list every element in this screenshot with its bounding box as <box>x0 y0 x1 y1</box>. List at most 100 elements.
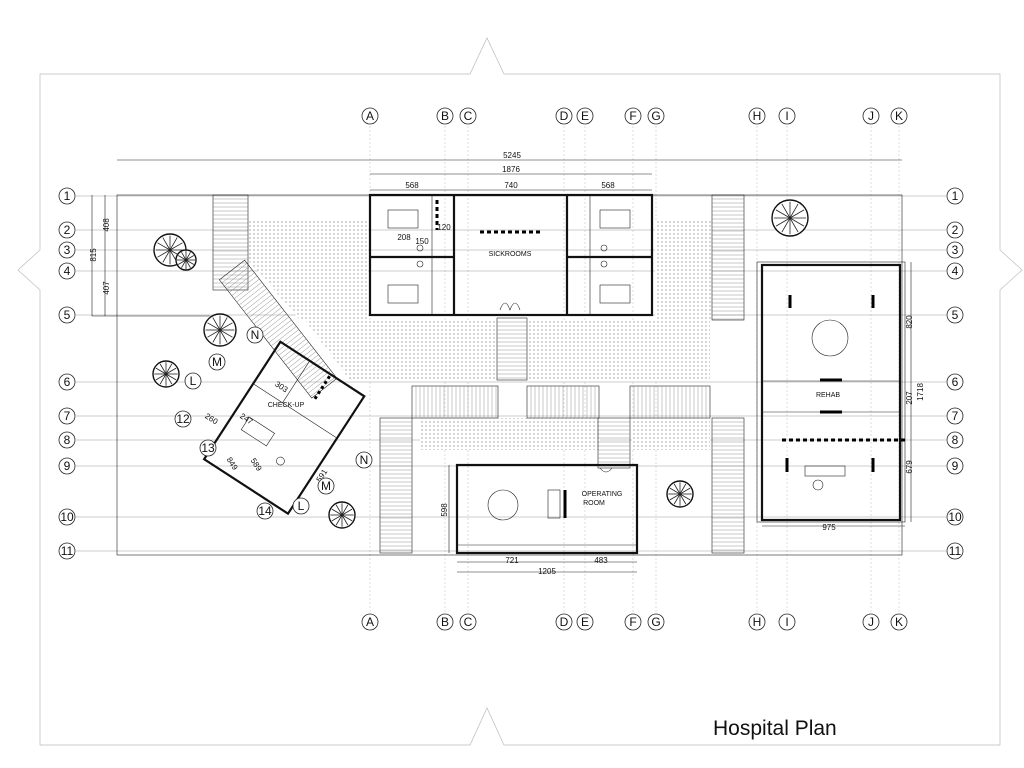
tree-branch <box>178 259 187 265</box>
column-label-B: B <box>441 109 449 123</box>
column-label-K: K <box>895 615 903 629</box>
column-label-J: J <box>868 109 874 123</box>
dim-sick-120: 120 <box>437 223 451 232</box>
row-bubble-9 <box>946 457 964 475</box>
ramp-tread <box>300 364 326 385</box>
dim-sick-150: 150 <box>415 237 429 246</box>
column-label-C: C <box>464 109 473 123</box>
rotated-bubble-n-bottom: N <box>360 453 369 467</box>
tree-branch <box>155 367 167 375</box>
dim-total-width: 5245 <box>503 151 521 160</box>
column-label-H: H <box>753 615 762 629</box>
column-label-E: E <box>581 109 589 123</box>
tree-branch <box>169 242 183 251</box>
column-label-A: A <box>366 109 374 123</box>
dim-checkup-589: 589 <box>249 457 264 474</box>
row-label-2: 2 <box>952 223 959 237</box>
column-bubble-C <box>459 613 477 631</box>
tree-branch <box>219 322 233 331</box>
tree-branch <box>219 329 233 338</box>
column-bubble-J <box>862 613 880 631</box>
row-label-3: 3 <box>64 243 71 257</box>
ramp-tread <box>226 269 253 290</box>
tree-branch <box>789 217 805 227</box>
tree-branch <box>207 329 221 338</box>
tree-3 <box>152 360 180 388</box>
stair-7 <box>597 417 631 469</box>
column-label-B: B <box>441 615 449 629</box>
tree-branch <box>219 317 228 331</box>
ramp-tread <box>229 272 255 293</box>
tree-branch <box>775 209 791 219</box>
column-label-I: I <box>785 109 788 123</box>
operating-room-label-2: ROOM <box>583 500 605 507</box>
ramp-tread <box>234 278 260 299</box>
tree-branch <box>165 373 173 385</box>
row-bubble-3 <box>946 241 964 259</box>
ramp-tread <box>278 335 304 356</box>
tree-branch <box>185 252 191 261</box>
rotated-bubble-m-bottom: M <box>321 479 331 493</box>
dim-rehab-207: 207 <box>905 391 914 405</box>
sickrooms-block <box>368 193 654 317</box>
column-label-K: K <box>895 109 903 123</box>
tree-branch <box>162 249 171 263</box>
column-bubble-G <box>647 613 665 631</box>
ramp-tread <box>236 282 262 303</box>
tree-branch <box>775 217 791 227</box>
row-label-11: 11 <box>949 544 962 558</box>
tree-branch <box>155 373 167 381</box>
row-label-5: 5 <box>64 308 71 322</box>
ramp-tread <box>224 266 250 287</box>
row-bubble-2 <box>58 221 76 239</box>
ramp-tread <box>253 304 280 325</box>
rotated-bubble-l-top: L <box>190 374 197 388</box>
tree-branch <box>159 363 167 375</box>
column-bubble-D <box>555 107 573 125</box>
tree-branch <box>669 487 681 495</box>
tree-branch <box>165 367 177 375</box>
rotated-bubble-m-top: M <box>212 355 222 369</box>
ramp-tread <box>251 300 277 321</box>
operating-room-label-1: OPERATING <box>582 491 623 498</box>
tree-branch <box>169 237 178 251</box>
ramp-tread <box>268 323 294 344</box>
tree-branch <box>162 237 171 251</box>
row-bubble-9 <box>58 457 76 475</box>
column-label-F: F <box>629 615 636 629</box>
stairs <box>212 194 745 554</box>
row-label-2: 2 <box>64 223 71 237</box>
sheet-title: Hospital Plan <box>713 717 837 740</box>
column-label-F: F <box>629 109 636 123</box>
ramp-tread <box>270 326 297 347</box>
ramp-tread <box>280 338 307 359</box>
row-bubble-6 <box>946 373 964 391</box>
dim-or-721: 721 <box>505 556 519 565</box>
row-bubble-6 <box>58 373 76 391</box>
ramp-outline <box>218 259 338 399</box>
rotated-bubble-n-top: N <box>251 328 260 342</box>
row-bubble-4 <box>946 262 964 280</box>
row-label-9: 9 <box>64 459 71 473</box>
stair-3 <box>411 385 499 419</box>
sickrooms-label: SICKROOMS <box>489 251 532 258</box>
tree-branch <box>335 514 343 526</box>
dim-sick-center: 740 <box>504 181 518 190</box>
rotated-bubble-12: 12 <box>176 412 190 426</box>
tree-branch <box>341 508 353 516</box>
tree-branch <box>178 255 187 261</box>
row-bubble-2 <box>946 221 964 239</box>
row-bubble-7 <box>946 407 964 425</box>
column-label-I: I <box>785 615 788 629</box>
column-bubble-F <box>624 613 642 631</box>
dim-checkup-849: 849 <box>225 456 240 473</box>
ramp-tread <box>305 370 331 391</box>
column-bubble-E <box>576 107 594 125</box>
tree-branch <box>341 504 349 516</box>
row-bubble-11 <box>946 542 964 560</box>
stair-2 <box>496 317 528 381</box>
row-label-3: 3 <box>952 243 959 257</box>
column-bubble-D <box>555 613 573 631</box>
ramp-tread <box>275 332 302 353</box>
column-bubble-G <box>647 107 665 125</box>
